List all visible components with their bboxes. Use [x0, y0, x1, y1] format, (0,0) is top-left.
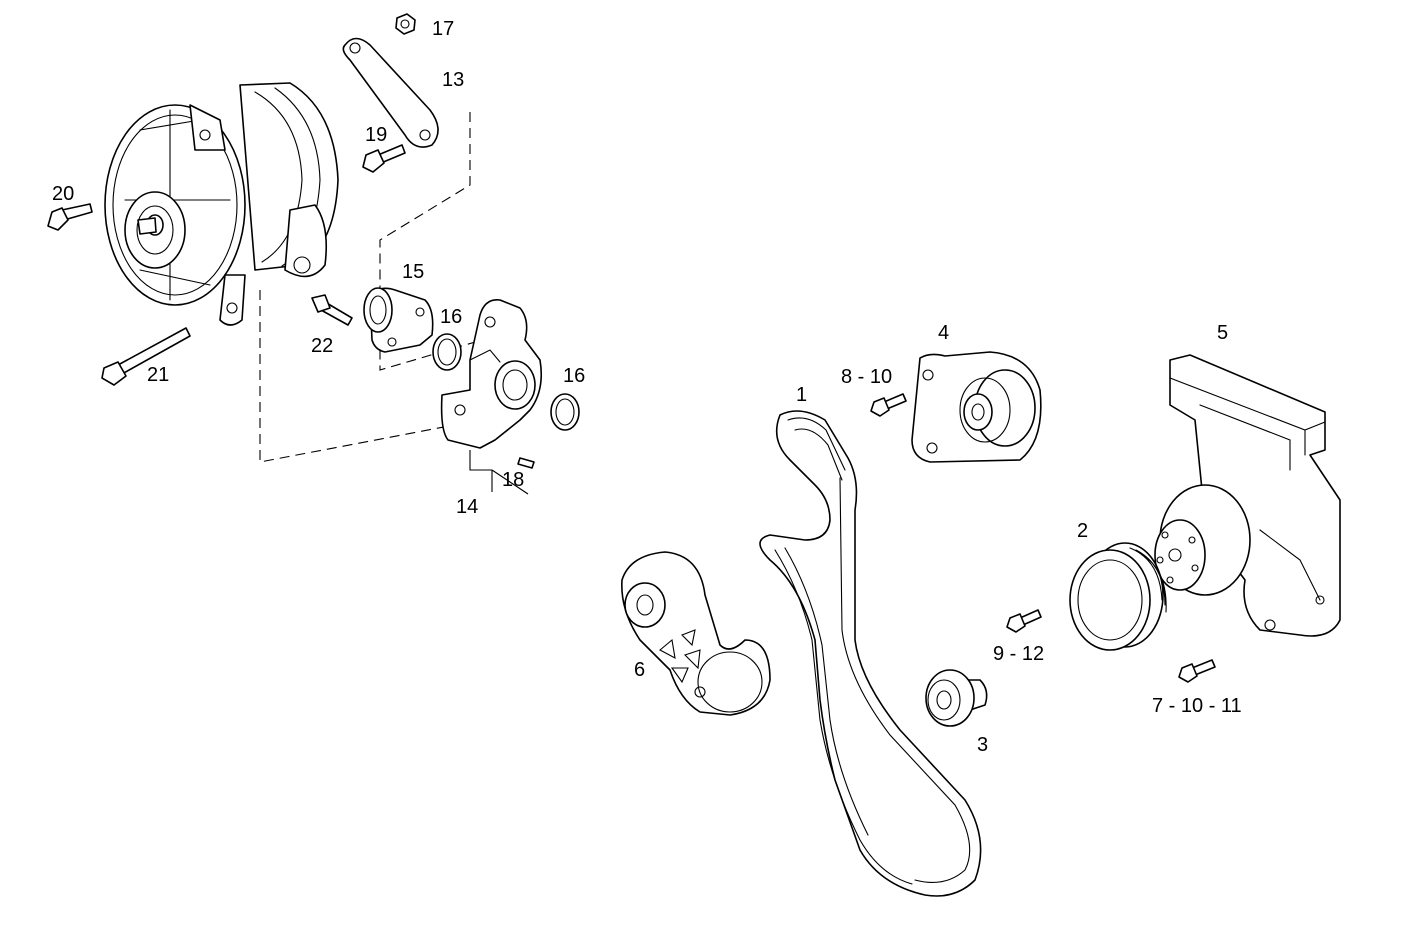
callouts: 1 2 3 4 5 6 7 - 10 - 11 8 - 10 9 - 12 13…: [52, 18, 1242, 756]
callout-14: 14: [456, 496, 478, 518]
stud-18: [517, 457, 535, 469]
callout-17: 17: [432, 18, 454, 40]
callout-13: 13: [442, 69, 464, 91]
leader-14: [469, 450, 529, 495]
flange-15: [363, 287, 434, 353]
callout-19: 19: [365, 124, 387, 146]
tensioner-6: [621, 551, 771, 716]
callout-20: 20: [52, 183, 74, 205]
callout-15: 15: [402, 261, 424, 283]
bolt-9-12: [1006, 609, 1042, 633]
idler-pulley-3: [925, 669, 988, 727]
callout-1: 1: [796, 384, 807, 406]
callout-3: 3: [977, 734, 988, 756]
pulley-2: [1069, 542, 1167, 651]
bolt-21: [101, 327, 191, 386]
bolt-22: [311, 294, 353, 326]
callout-8-10: 8 - 10: [841, 366, 892, 388]
belt-1: [759, 410, 982, 897]
callout-4: 4: [938, 322, 949, 344]
tensioner-4: [911, 351, 1042, 463]
callout-2: 2: [1077, 520, 1088, 542]
assembly-line-main: [259, 290, 471, 463]
bracket-14: [440, 298, 543, 449]
nut-17: [395, 13, 416, 35]
callout-5: 5: [1217, 322, 1228, 344]
bolt-8-10: [870, 393, 907, 417]
pump-5: [1154, 354, 1341, 637]
callout-18: 18: [502, 469, 524, 491]
assembly-line-upper: [379, 112, 483, 371]
callout-16-left: 16: [440, 306, 462, 328]
callout-16-right: 16: [563, 365, 585, 387]
bracket-13: [342, 37, 439, 148]
callout-7-10-11: 7 - 10 - 11: [1152, 695, 1242, 717]
bolt-7-10-11: [1178, 659, 1216, 683]
callout-9-12: 9 - 12: [993, 643, 1044, 665]
callout-6: 6: [634, 659, 645, 681]
callout-22: 22: [311, 335, 333, 357]
bolt-20: [47, 203, 93, 231]
callout-21: 21: [147, 364, 169, 386]
bolt-19: [362, 144, 406, 173]
alternator: [104, 82, 339, 326]
